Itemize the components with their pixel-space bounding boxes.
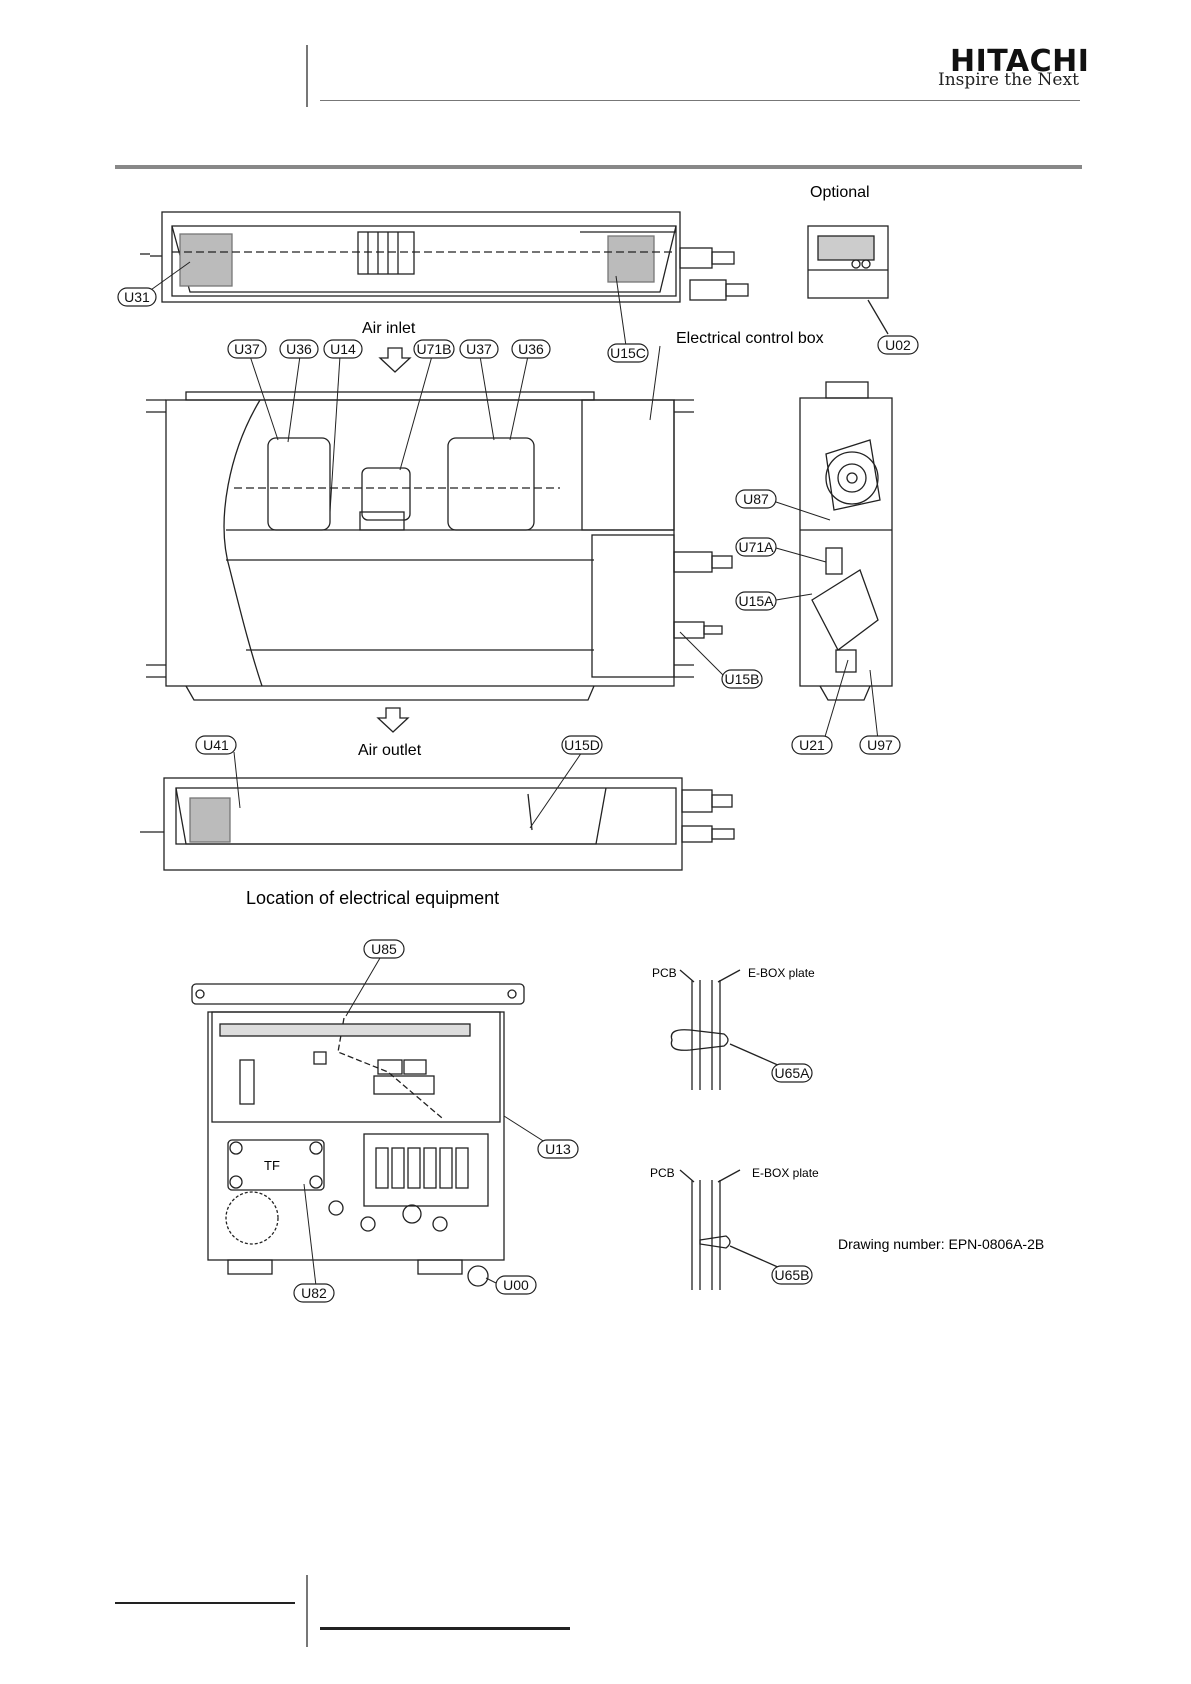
callout-u37-right: U37 — [460, 340, 498, 358]
svg-text:U15A: U15A — [738, 593, 774, 609]
svg-text:U36: U36 — [286, 341, 312, 357]
svg-text:U31: U31 — [124, 289, 150, 305]
callout-u14: U14 — [324, 340, 362, 358]
svg-text:U65A: U65A — [774, 1065, 810, 1081]
callout-u71b: U71B — [414, 340, 454, 358]
callout-u15a: U15A — [736, 592, 776, 610]
svg-text:U02: U02 — [885, 337, 911, 353]
callout-u36-right: U36 — [512, 340, 550, 358]
callout-u85: U85 — [364, 940, 404, 958]
callout-u71a: U71A — [736, 538, 776, 556]
svg-text:U37: U37 — [466, 341, 492, 357]
callout-u87: U87 — [736, 490, 776, 508]
footer-left-rule — [115, 1602, 295, 1604]
footer-divider — [306, 1575, 308, 1647]
svg-text:U97: U97 — [867, 737, 893, 753]
callout-u15b: U15B — [722, 670, 762, 688]
svg-text:U41: U41 — [203, 737, 229, 753]
callout-u15d: U15D — [562, 736, 602, 754]
callout-u37-left: U37 — [228, 340, 266, 358]
callout-u15c: U15C — [608, 344, 648, 362]
svg-text:U13: U13 — [545, 1141, 571, 1157]
svg-text:U15D: U15D — [564, 737, 600, 753]
svg-text:U00: U00 — [503, 1277, 529, 1293]
svg-text:U36: U36 — [518, 341, 544, 357]
callout-u97: U97 — [860, 736, 900, 754]
svg-text:U21: U21 — [799, 737, 825, 753]
callout-u41: U41 — [196, 736, 236, 754]
svg-text:U85: U85 — [371, 941, 397, 957]
svg-text:U14: U14 — [330, 341, 356, 357]
callout-u82: U82 — [294, 1284, 334, 1302]
svg-text:U37: U37 — [234, 341, 260, 357]
svg-text:U65B: U65B — [774, 1267, 809, 1283]
callout-u13: U13 — [538, 1140, 578, 1158]
callout-u65a: U65A — [772, 1064, 812, 1082]
callout-u21: U21 — [792, 736, 832, 754]
svg-text:U15C: U15C — [610, 345, 646, 361]
callout-u31: U31 — [118, 288, 156, 306]
callout-u00: U00 — [496, 1276, 536, 1294]
callout-u65b: U65B — [772, 1266, 812, 1284]
svg-text:U82: U82 — [301, 1285, 327, 1301]
svg-text:U71B: U71B — [416, 341, 451, 357]
svg-text:U15B: U15B — [724, 671, 759, 687]
footer-right-rule — [320, 1627, 570, 1630]
svg-text:U87: U87 — [743, 491, 769, 507]
callout-u36-left: U36 — [280, 340, 318, 358]
svg-text:U71A: U71A — [738, 539, 774, 555]
callout-u02: U02 — [878, 336, 918, 354]
